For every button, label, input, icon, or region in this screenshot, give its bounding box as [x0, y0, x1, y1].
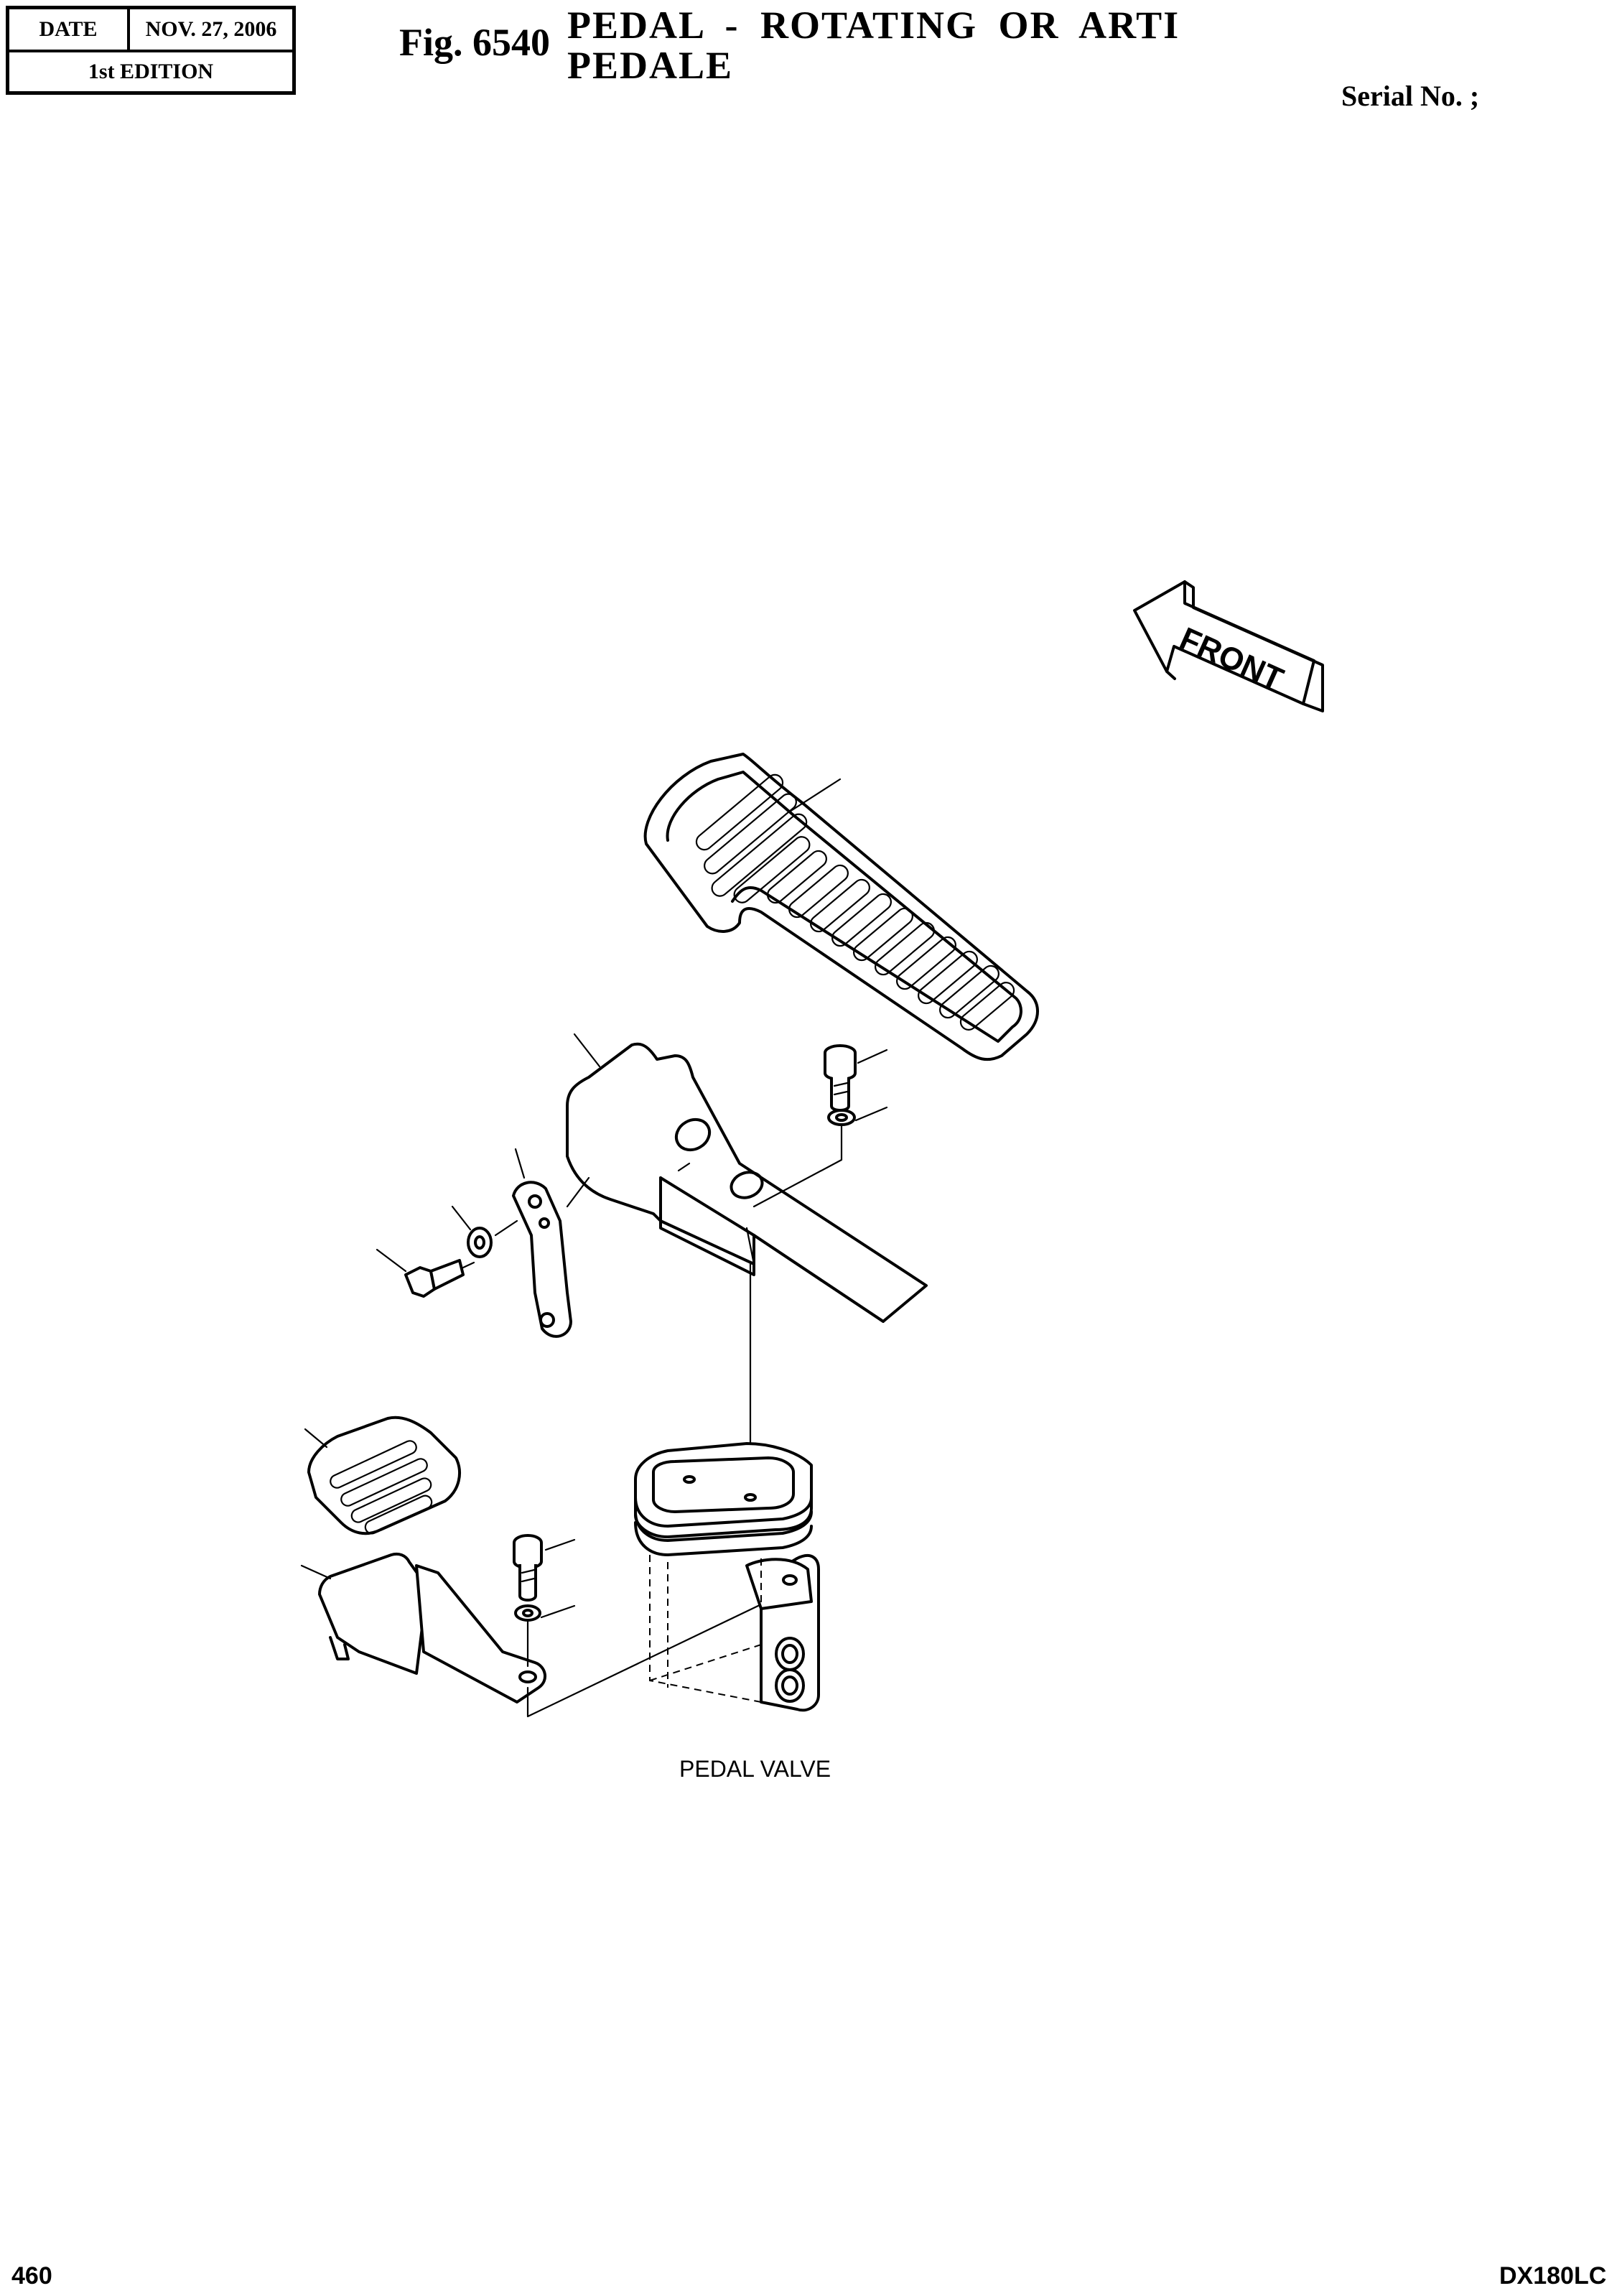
figure-title-line-1: PEDAL - ROTATING OR ARTI — [567, 4, 1180, 47]
small-pedal-bracket — [300, 1552, 546, 1704]
spring-washer-lower — [514, 1604, 576, 1668]
front-arrow: FRONT — [1133, 580, 1324, 712]
machine-model: DX180LC — [1499, 2262, 1607, 2290]
small-pedal-pad — [304, 1416, 461, 1535]
date-box: DATE NOV. 27, 2006 1st EDITION — [6, 6, 296, 95]
figure-number: Fig. 6540 — [399, 21, 550, 64]
drawing-caption: PEDAL VALVE — [679, 1756, 831, 1782]
left-pedal — [643, 753, 1039, 1061]
page-number: 460 — [11, 2262, 52, 2290]
pedal-bracket — [566, 1033, 928, 1323]
figure-title-line-2: PEDALE — [567, 44, 734, 87]
link-plate — [512, 1148, 590, 1338]
date-value: NOV. 27, 2006 — [130, 9, 292, 52]
spring-washer-upper — [752, 1106, 888, 1208]
date-label: DATE — [9, 9, 130, 52]
serial-number-label: Serial No. ; — [1341, 80, 1480, 112]
front-arrow-label: FRONT — [1175, 621, 1288, 697]
hex-bolt — [376, 1248, 475, 1298]
pedal-valve — [634, 1442, 820, 1712]
washer — [451, 1205, 518, 1258]
socket-bolt-lower — [513, 1534, 576, 1602]
edition-label: 1st EDITION — [88, 60, 214, 83]
socket-bolt-upper — [824, 1044, 888, 1112]
